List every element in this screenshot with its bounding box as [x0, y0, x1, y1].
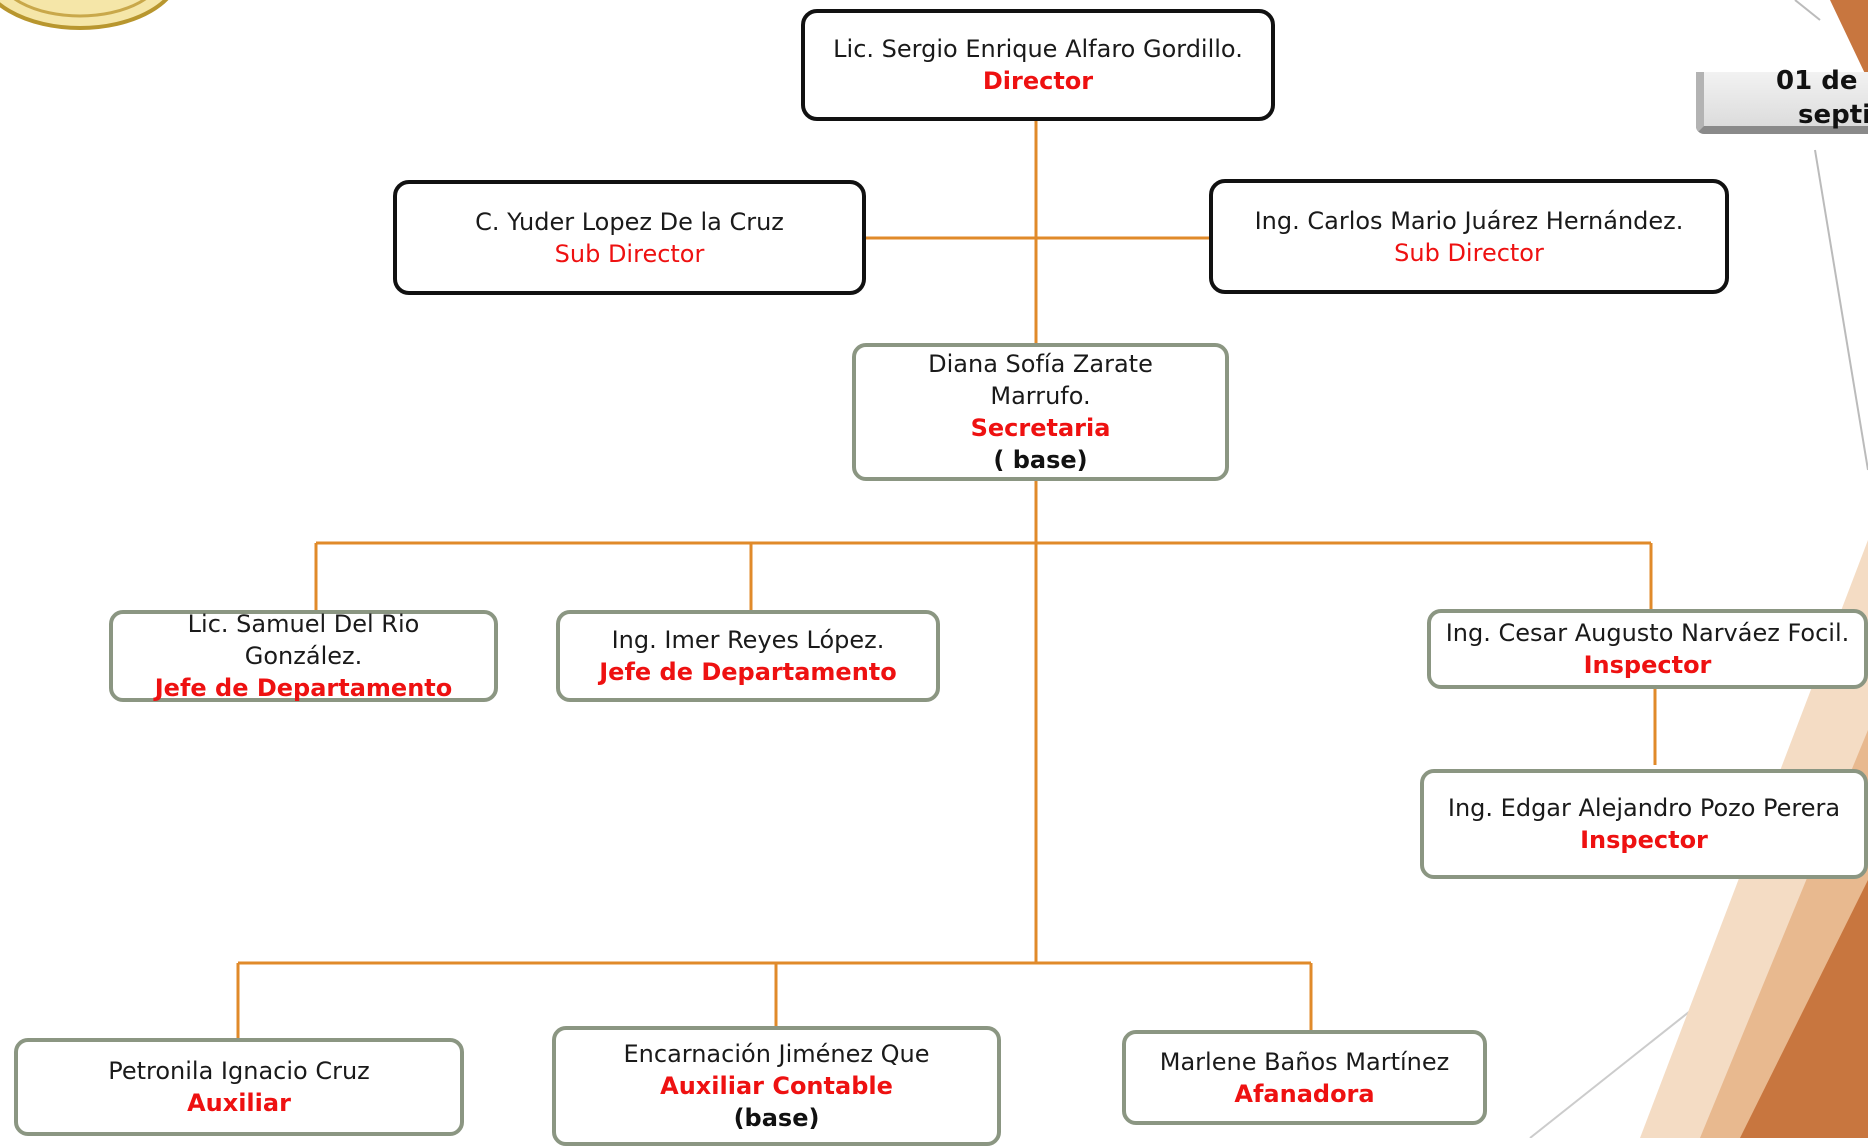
node-name: Ing. Edgar Alejandro Pozo Perera	[1447, 794, 1841, 822]
node-role: Jefe de Departamento	[599, 658, 897, 686]
node-name-line-1: Diana Sofía Zarate	[928, 350, 1153, 378]
node-role: Sub Director	[554, 239, 705, 268]
node-jefe-1: Lic. Samuel Del Rio González. Jefe de De…	[109, 610, 498, 702]
node-note: ( base)	[993, 446, 1088, 474]
node-secretaria: Diana Sofía Zarate Marrufo. Secretaria (…	[852, 343, 1229, 481]
node-jefe-2: Ing. Imer Reyes López. Jefe de Departame…	[556, 610, 940, 702]
node-name: Ing. Cesar Augusto Narváez Focil.	[1445, 619, 1850, 647]
node-inspector-2: Ing. Edgar Alejandro Pozo Perera Inspect…	[1420, 769, 1868, 879]
node-name: Petronila Ignacio Cruz	[108, 1057, 370, 1085]
node-afanadora: Marlene Baños Martínez Afanadora	[1122, 1030, 1487, 1125]
node-name-line-2: Marrufo.	[990, 382, 1091, 410]
date-tab: 01 de septi	[1696, 66, 1868, 134]
node-name: Lic. Sergio Enrique Alfaro Gordillo.	[833, 35, 1243, 63]
node-role: Jefe de Departamento	[154, 674, 453, 702]
node-role: Sub Director	[1394, 238, 1544, 267]
node-name: C. Yuder Lopez De la Cruz	[475, 207, 784, 236]
deco-orange-triangle	[1740, 880, 1868, 1138]
node-role: Secretaria	[970, 414, 1111, 442]
node-auxiliar-contable: Encarnación Jiménez Que Auxiliar Contabl…	[552, 1026, 1001, 1146]
node-name: Marlene Baños Martínez	[1159, 1047, 1450, 1076]
deco-line	[1814, 149, 1868, 471]
node-subdirector-left: C. Yuder Lopez De la Cruz Sub Director	[393, 180, 866, 295]
node-director: Lic. Sergio Enrique Alfaro Gordillo. Dir…	[801, 9, 1275, 121]
deco-top-triangle	[1830, 0, 1868, 80]
node-role: Afanadora	[1234, 1079, 1375, 1108]
date-line-1: 01 de	[1776, 66, 1858, 96]
deco-line	[1794, 0, 1821, 21]
node-name: Ing. Imer Reyes López.	[611, 626, 885, 654]
node-role: Inspector	[1580, 826, 1708, 854]
node-name: Encarnación Jiménez Que	[623, 1040, 930, 1068]
node-role: Director	[982, 67, 1094, 95]
node-subdirector-right: Ing. Carlos Mario Juárez Hernández. Sub …	[1209, 179, 1729, 294]
node-note: (base)	[733, 1104, 820, 1132]
date-line-2: septi	[1798, 100, 1868, 130]
node-name-line-2: González.	[244, 642, 363, 670]
node-role: Auxiliar Contable	[660, 1072, 893, 1100]
seal-logo	[0, 0, 169, 30]
node-inspector-1: Ing. Cesar Augusto Narváez Focil. Inspec…	[1427, 609, 1868, 689]
node-role: Inspector	[1583, 651, 1712, 679]
node-name-line-1: Lic. Samuel Del Rio	[187, 610, 420, 638]
node-role: Auxiliar	[187, 1089, 291, 1117]
node-auxiliar: Petronila Ignacio Cruz Auxiliar	[14, 1038, 464, 1136]
node-name: Ing. Carlos Mario Juárez Hernández.	[1254, 206, 1684, 235]
